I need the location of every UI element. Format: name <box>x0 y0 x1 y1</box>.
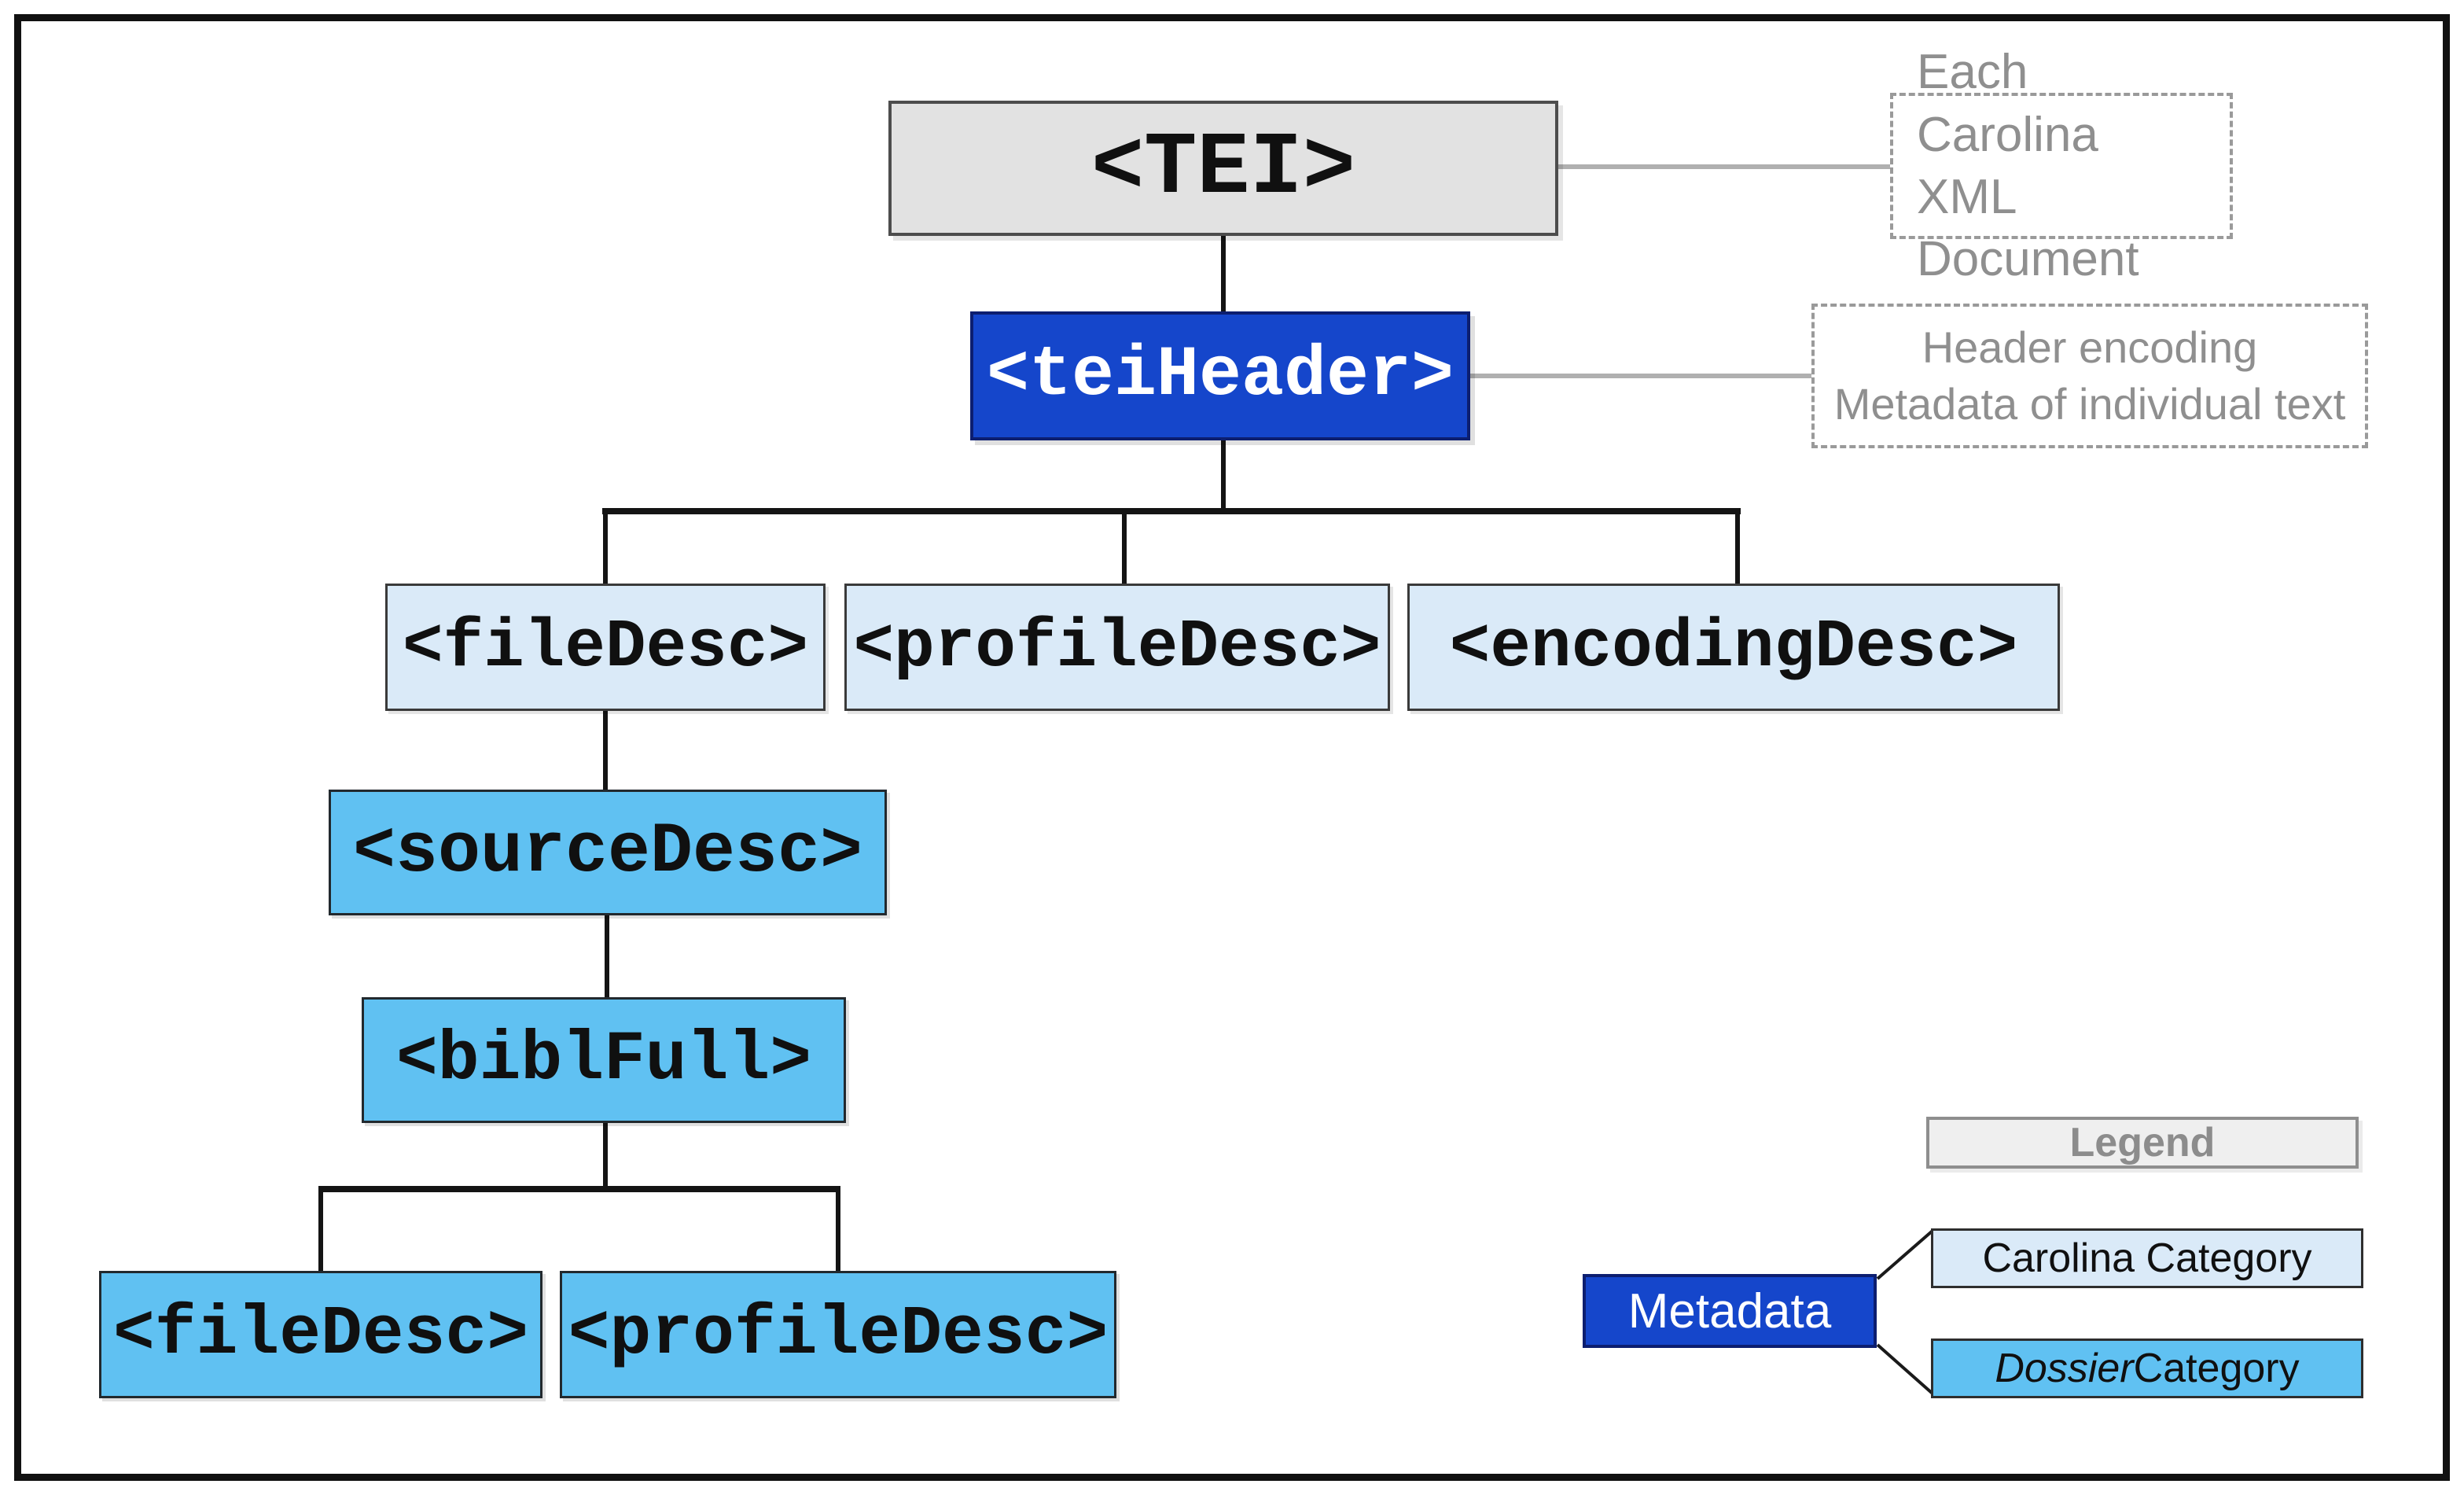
node-profiledesc-2-label: <profileDesc> <box>568 1295 1109 1374</box>
note-tei-line2: XML Document <box>1917 170 2139 287</box>
node-filedesc-label: <fileDesc> <box>402 609 809 686</box>
note-tei-annotation: Each Carolina XML Document <box>1890 45 2233 286</box>
node-filedesc-2: <fileDesc> <box>99 1271 542 1398</box>
node-tei: <TEI> <box>888 101 1558 236</box>
note-teiheader-annotation: Header encoding Metadata of individual t… <box>1811 304 2368 448</box>
node-filedesc-2-label: <fileDesc> <box>112 1295 529 1374</box>
legend-carolina-box: Carolina Category <box>1931 1228 2363 1288</box>
node-biblfull-label: <biblFull> <box>395 1021 812 1099</box>
legend-title-label: Legend <box>2069 1120 2216 1165</box>
note-teiheader-line1: Header encoding <box>1922 322 2258 373</box>
legend-dossier-box: Dossier Category <box>1931 1339 2363 1398</box>
node-teiheader-label: <teiHeader> <box>986 336 1454 416</box>
legend-metadata-box: Metadata <box>1583 1274 1877 1348</box>
node-tei-label: <TEI> <box>1090 118 1356 219</box>
note-tei-line1: Each Carolina <box>1917 45 2098 162</box>
legend-carolina-label: Carolina Category <box>1982 1235 2312 1281</box>
node-encodingdesc: <encodingDesc> <box>1407 584 2060 711</box>
node-encodingdesc-label: <encodingDesc> <box>1449 609 2018 686</box>
legend-dossier-rest: Category <box>2133 1346 2300 1391</box>
node-sourcedesc-label: <sourceDesc> <box>352 812 863 893</box>
node-sourcedesc: <sourceDesc> <box>329 790 887 915</box>
node-biblfull: <biblFull> <box>362 997 846 1123</box>
node-teiheader: <teiHeader> <box>970 311 1470 440</box>
legend-dossier-italic: Dossier <box>1995 1346 2134 1391</box>
note-teiheader-line2: Metadata of individual text <box>1833 379 2346 429</box>
node-profiledesc-2: <profileDesc> <box>560 1271 1116 1398</box>
legend-title-box: Legend <box>1926 1117 2359 1169</box>
node-filedesc: <fileDesc> <box>385 584 826 711</box>
legend-metadata-label: Metadata <box>1627 1283 1832 1339</box>
node-profiledesc: <profileDesc> <box>844 584 1390 711</box>
node-profiledesc-label: <profileDesc> <box>853 609 1381 686</box>
